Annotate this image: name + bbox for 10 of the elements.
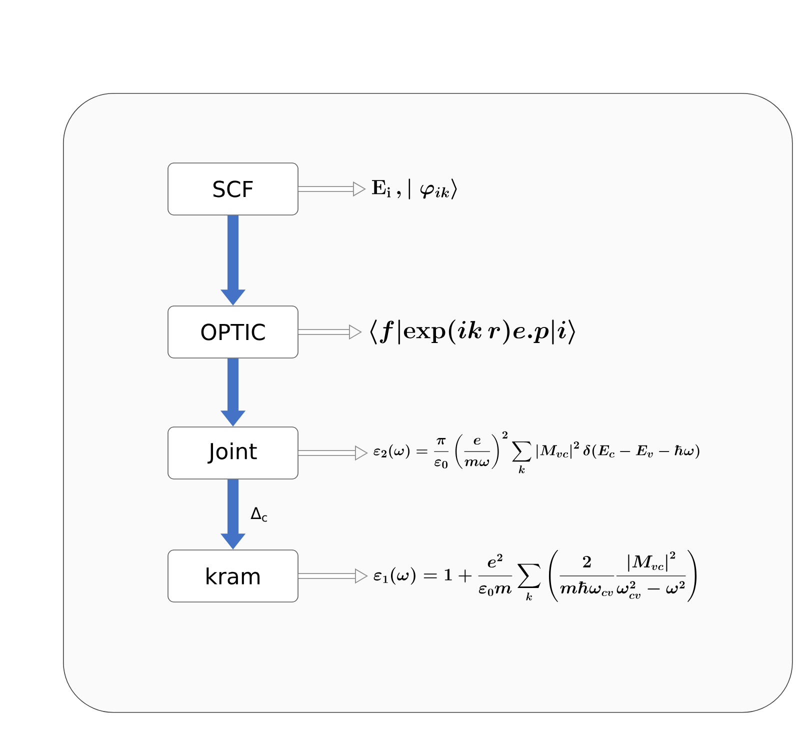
process-box: kram [168, 550, 298, 602]
formula: $\left\langle f\middle|\exp(ik\,r)e.p\middle|i\right\rangle$ [370, 320, 575, 344]
formula: $\varepsilon_{2}(\omega)=\frac{\pi}{\varepsilon_{0}}\left(\frac{e}{m\omega}\right)^{2}\sum_{k}\left|M_{vc}\right|^{2}\delta(E_{c}-E_{v}-\hbar\omega)$ [374, 431, 700, 474]
edge-label: Δ$_{c}$ [250, 507, 267, 522]
formula: $\varepsilon_{1}(\omega)=1+\frac{e^{2}}{\varepsilon_{0}m}\sum_{k}\left(\frac{2}{m\hbar\omega_{cv}}\frac{\left|M_{vc}\right|^{2}}{\omega^{2}_{cv}-\omega^{2}}\right)$ [374, 550, 697, 602]
process-box: SCF [168, 162, 298, 216]
formula: $\mathrm{E}_{\mathrm{i}}\,,\left|\;\varphi_{ik}\right\rangle$ [372, 178, 457, 200]
rounded-frame [63, 93, 793, 713]
process-box: Joint [168, 426, 298, 480]
process-box: OPTIC [168, 306, 298, 358]
